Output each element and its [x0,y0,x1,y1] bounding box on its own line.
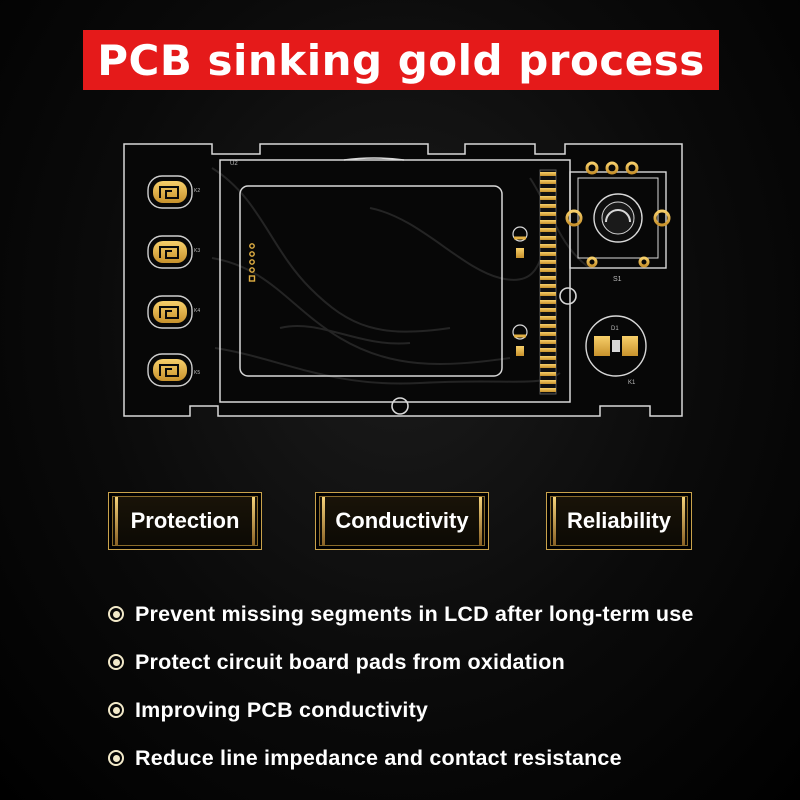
svg-text:K4: K4 [194,308,200,314]
page-title: PCB sinking gold process [97,35,705,85]
touch-key-k2: K2 [147,175,200,209]
svg-text:K3: K3 [194,248,200,254]
svg-text:K2: K2 [194,188,200,194]
lcd-inner-outline [239,185,503,377]
list-item-text: Improving PCB conductivity [135,697,429,722]
touch-keys: K2 K3 K4 K5 [147,175,200,387]
bullet-icon [108,654,124,670]
list-item-text: Protect circuit board pads from oxidatio… [135,649,565,674]
touch-key-k4: K4 [147,295,200,329]
svg-text:D1: D1 [611,326,619,332]
list-item-text: Reduce line impedance and contact resist… [135,745,622,770]
list-item: Prevent missing segments in LCD after lo… [108,590,788,638]
list-item: Improving PCB conductivity [108,686,788,734]
feature-conductivity: Conductivity [315,492,489,550]
lcd-top-arc [343,157,405,161]
gold-edge-connector [539,169,557,395]
pcb-board-illustration: U2 K [123,143,683,417]
button-k1-led-d1: D1 K1 [585,315,647,386]
smd-components [512,226,528,356]
list-item-text: Prevent missing segments in LCD after lo… [135,601,694,626]
list-item: Protect circuit board pads from oxidatio… [108,638,788,686]
svg-text:K1: K1 [628,380,636,386]
feature-label: Reliability [567,508,671,533]
mounting-holes [391,287,577,415]
list-item: Reduce line impedance and contact resist… [108,734,788,782]
feature-label: Protection [130,508,240,533]
bullet-icon [108,702,124,718]
switch-s1: S1 [565,161,671,283]
pcb-outline [123,143,683,417]
svg-text:K5: K5 [194,370,200,376]
feature-protection: Protection [108,492,262,550]
feature-reliability: Reliability [546,492,692,550]
bullet-icon [108,606,124,622]
svg-text:S1: S1 [613,276,622,283]
lcd-pin-header [248,243,256,282]
lcd-outline [219,159,571,403]
touch-key-k3: K3 [147,235,200,269]
benefit-list: Prevent missing segments in LCD after lo… [108,590,788,782]
label-u2: U2 [230,161,238,167]
bullet-icon [108,750,124,766]
feature-label: Conductivity [335,508,469,533]
title-banner: PCB sinking gold process [83,30,719,90]
touch-key-k5: K5 [147,353,200,387]
